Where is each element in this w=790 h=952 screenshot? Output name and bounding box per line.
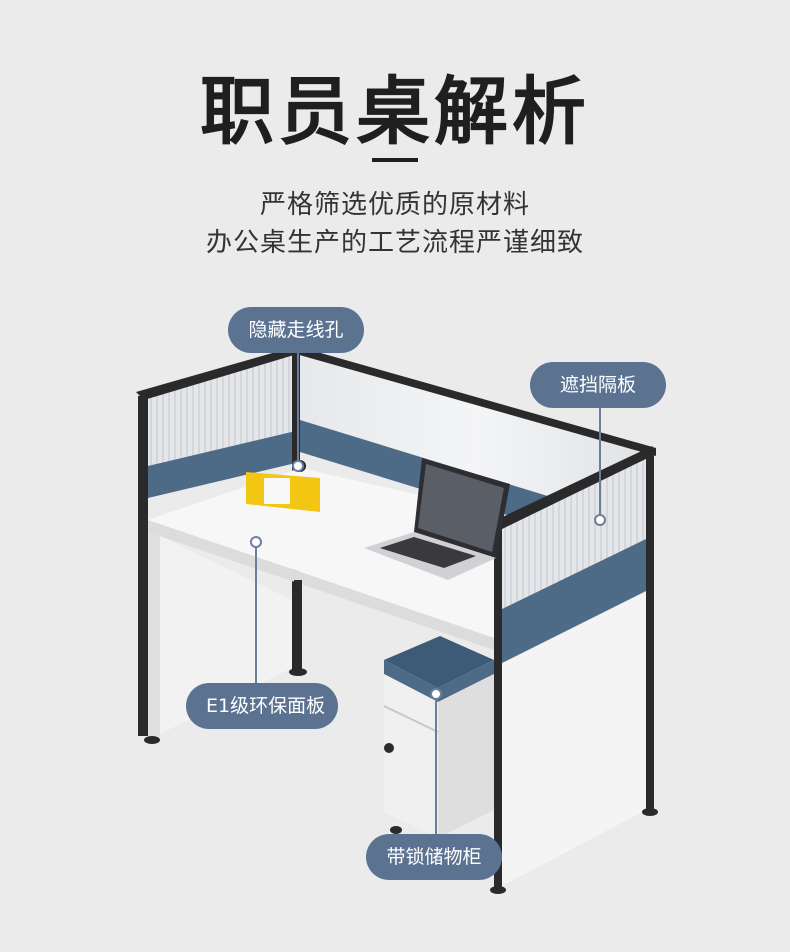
right-end-panel (502, 592, 646, 886)
subtitle-line-2: 办公桌生产的工艺流程严谨细致 (205, 228, 584, 258)
title-underline (372, 158, 418, 162)
laptop (364, 458, 510, 580)
callout-cable-hole: 隐藏走线孔 (228, 307, 364, 353)
subtitle-line-1: 严格筛选优质的原材料 (259, 190, 530, 220)
callout-desktop-board: E1级环保面板 (186, 683, 338, 729)
callout-storage-cabinet: 带锁储物柜 (366, 834, 502, 880)
callout-partition: 遮挡隔板 (530, 362, 666, 408)
storage-cabinet (383, 636, 494, 838)
front-partition (494, 446, 656, 890)
page-title: 职员桌解析 (200, 69, 590, 155)
